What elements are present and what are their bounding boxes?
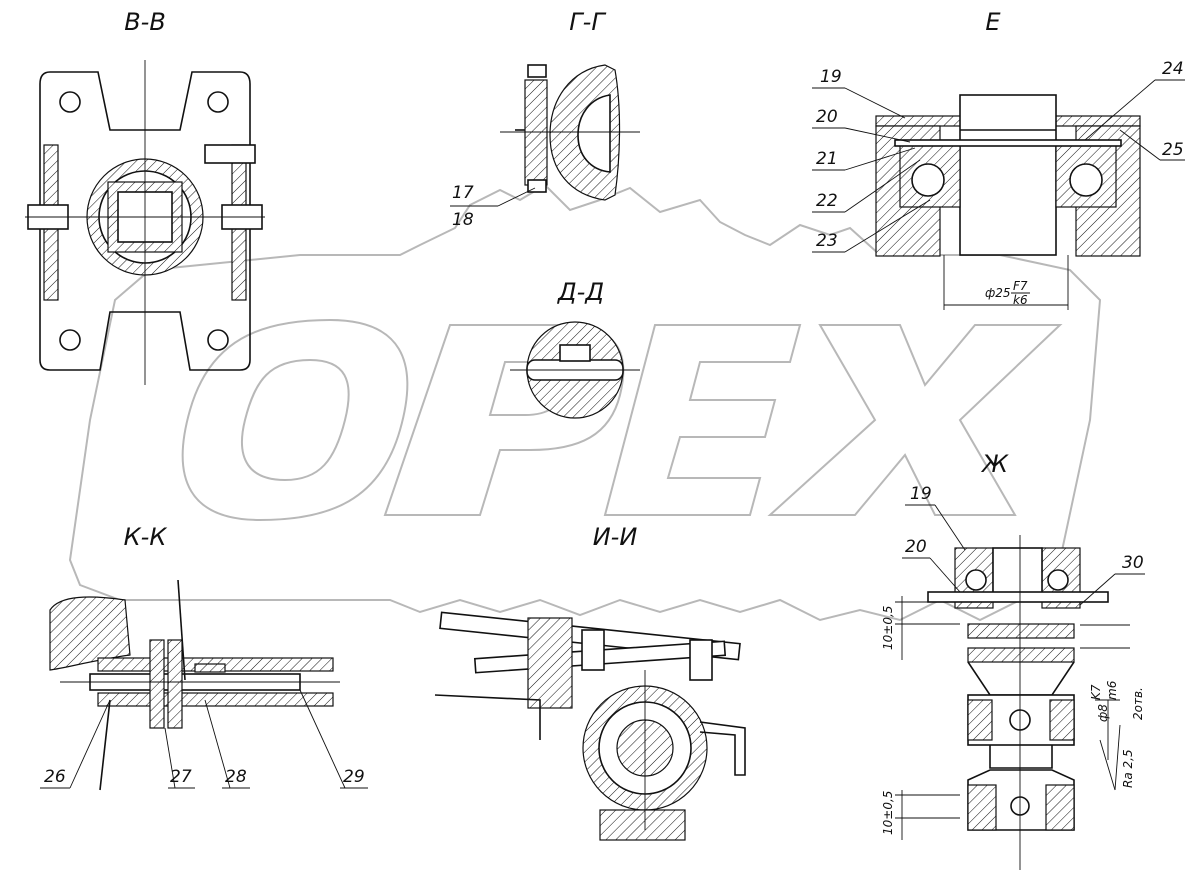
zh-pin-prefix: ф8 — [1096, 704, 1110, 722]
zh-roughness: Ra 2,5 — [1121, 749, 1135, 788]
watermark-letter-1 — [181, 318, 409, 522]
callout-22: 22 — [816, 191, 838, 211]
zh-pin-fit-bottom: m6 — [1105, 680, 1119, 700]
view-zh-drawing — [895, 535, 1130, 870]
view-ii-drawing — [434, 611, 746, 841]
callout-27: 27 — [170, 767, 192, 787]
e-bore-fit-top: F7 — [1013, 279, 1028, 293]
callout-19: 19 — [820, 67, 842, 87]
callout-20: 20 — [816, 107, 838, 127]
view-title-ii: И-И — [593, 523, 638, 551]
callout-28: 28 — [225, 767, 247, 787]
view-title-gg: Г-Г — [569, 8, 606, 36]
view-title-kk: К-К — [124, 523, 168, 551]
view-gg-drawing — [500, 64, 640, 201]
e-bore-fit-bottom: k6 — [1013, 293, 1028, 307]
callout-30: 30 — [1122, 553, 1144, 573]
callout-leaders — [40, 79, 1185, 789]
view-title-vv: В-В — [124, 8, 166, 36]
callout-19-zh: 19 — [910, 484, 932, 504]
view-kk-drawing — [49, 579, 340, 791]
view-dd-drawing — [510, 321, 640, 419]
zh-pin-fit-top: K7 — [1089, 684, 1103, 700]
callout-21: 21 — [816, 149, 838, 169]
callout-18: 18 — [452, 210, 474, 230]
view-title-dd: Д-Д — [557, 278, 604, 306]
callout-25: 25 — [1162, 140, 1184, 160]
zh-gap-top: 10±0,5 — [881, 606, 895, 650]
callout-20-zh: 20 — [905, 537, 927, 557]
callout-23: 23 — [816, 231, 838, 251]
view-title-e: Е — [985, 8, 1001, 36]
zh-gap-bottom: 10±0,5 — [881, 791, 895, 835]
callout-29: 29 — [343, 767, 365, 787]
callout-24: 24 — [1162, 59, 1184, 79]
e-bore-prefix: ф25 — [985, 286, 1011, 300]
view-title-zh: Ж — [980, 450, 1009, 478]
watermark-letter-4 — [767, 324, 1063, 516]
zh-holes-note: 2отв. — [1131, 687, 1145, 720]
callout-26: 26 — [44, 767, 66, 787]
watermark-letter-3 — [603, 324, 802, 516]
callout-17: 17 — [452, 183, 474, 203]
view-vv-drawing — [25, 60, 265, 385]
view-e-drawing — [875, 94, 1141, 310]
